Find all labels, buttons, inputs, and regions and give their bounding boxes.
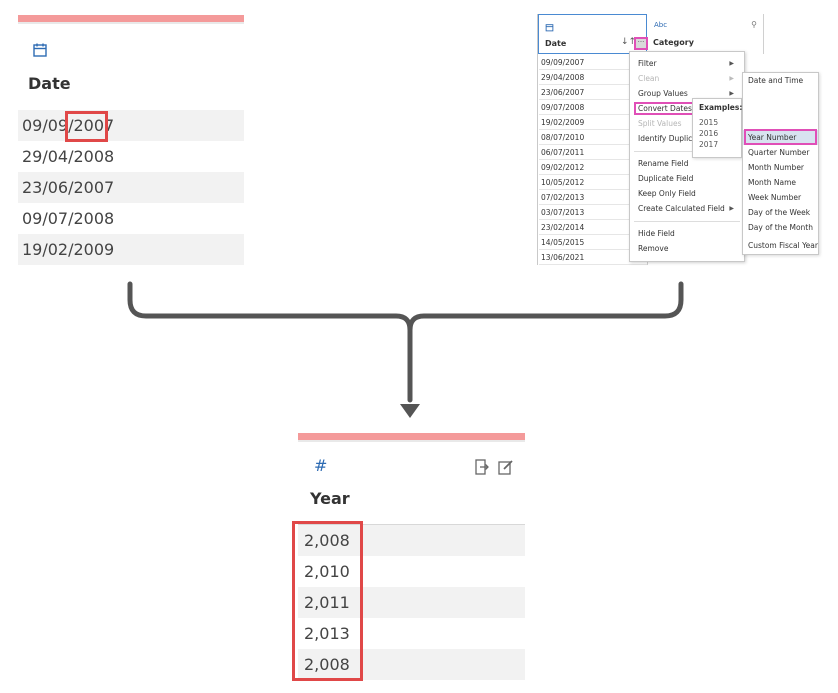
list-item: 29/04/2008 (539, 70, 647, 85)
date-values-list: 09/09/2007 29/04/2008 23/06/2007 09/07/2… (18, 110, 244, 265)
submenu-item-custom-fiscal-year[interactable]: Custom Fiscal Year (748, 241, 818, 250)
submenu-item-quarter-number[interactable]: Quarter Number (748, 148, 810, 157)
submenu-item-date-and-time[interactable]: Date and Time (748, 76, 804, 85)
menu-item-group-values[interactable]: Group Values▶ (630, 86, 744, 101)
list-item: 2,008 (298, 525, 525, 556)
year-values-list: 2,008 2,010 2,011 2,013 2,008 (298, 525, 525, 680)
submenu-item-year-number[interactable]: Year Number (743, 130, 818, 145)
year-column-panel: # Year 2,008 2,010 2,011 2,013 2,008 (292, 433, 525, 683)
menu-item-identify-duplicates[interactable]: Identify Duplicates (638, 134, 709, 143)
year-part: 2007 (73, 178, 115, 197)
menu-item-filter[interactable]: Filter▶ (630, 56, 744, 71)
year-part: 2008 (73, 209, 115, 228)
prep-menu-panel: Date ↓↑ ··· 09/09/2007 29/04/2008 23/06/… (537, 14, 823, 265)
list-item: 06/07/2011 (539, 145, 647, 160)
header-color-bar (18, 15, 244, 22)
number-type-icon: # (314, 456, 328, 475)
list-item: 09/02/2012 (539, 160, 647, 175)
examples-title: Examples: (699, 103, 743, 112)
convert-dates-highlight (634, 102, 694, 115)
field-label: Category (653, 38, 694, 47)
year-part: 2007 (73, 116, 115, 135)
list-item: 2,008 (298, 649, 525, 680)
values-highlight-box (292, 521, 363, 681)
year-number-highlight (744, 129, 817, 145)
submenu-item-day-of-the-month[interactable]: Day of the Month (748, 223, 814, 232)
list-item: 19/02/2009 (539, 115, 647, 130)
header-divider (298, 524, 525, 525)
submenu-arrow-icon: ▶ (729, 60, 734, 67)
string-type-icon: Abc (654, 21, 668, 29)
examples-tooltip: Examples: 2015 2016 2017 (692, 98, 742, 158)
export-icon[interactable] (475, 459, 489, 475)
list-item: 29/04/2008 (22, 147, 115, 166)
menu-item-duplicate-field[interactable]: Duplicate Field (638, 174, 694, 183)
list-item: 09/09/2007 (18, 110, 244, 141)
calendar-icon (33, 43, 47, 57)
menu-item-hide-field[interactable]: Hide Field (638, 229, 675, 238)
menu-item-clean[interactable]: Clean▶ (630, 71, 744, 86)
list-item: 19/02/2009 (18, 234, 244, 265)
list-item: 03/07/2013 (539, 205, 647, 220)
date-field-column: Date ↓↑ ··· 09/09/2007 29/04/2008 23/06/… (537, 14, 648, 265)
field-title: Year (310, 489, 350, 508)
list-item: 2,010 (304, 562, 350, 581)
field-title: Date (28, 74, 71, 93)
date-values-list: 09/09/2007 29/04/2008 23/06/2007 09/07/2… (539, 55, 647, 265)
category-field-header[interactable]: Abc ⚲ Category (648, 14, 764, 54)
list-item: 08/07/2010 (539, 130, 647, 145)
list-item: 13/06/2021 (539, 250, 647, 265)
menu-divider (634, 151, 740, 152)
header-underbar (18, 22, 244, 24)
list-item: 09/07/2008 (22, 209, 115, 228)
list-item: 14/05/2015 (539, 235, 647, 250)
submenu-arrow-icon: ▶ (729, 205, 734, 212)
field-label: Date (545, 39, 567, 48)
submenu-item-week-number[interactable]: Week Number (748, 193, 802, 202)
menu-divider (634, 221, 740, 222)
menu-item-keep-only-field[interactable]: Keep Only Field (638, 189, 696, 198)
list-item: 07/02/2013 (539, 190, 647, 205)
year-highlight-box (65, 111, 108, 142)
menu-item-convert-dates[interactable]: Convert Dates (638, 104, 692, 113)
menu-item-rename-field[interactable]: Rename Field (638, 159, 689, 168)
list-item: 2,011 (298, 587, 525, 618)
date-field-header[interactable]: Date ↓↑ ··· (538, 14, 648, 54)
calendar-icon (545, 24, 554, 32)
header-underbar (298, 440, 525, 442)
list-item: 23/06/2007 (18, 172, 244, 203)
submenu-item-month-number[interactable]: Month Number (748, 163, 805, 172)
list-item: 09/09/2007 (539, 55, 647, 70)
example-value: 2016 (699, 129, 719, 138)
year-part: 2009 (73, 240, 115, 259)
example-value: 2017 (699, 140, 719, 149)
edit-icon[interactable] (498, 459, 514, 475)
submenu-arrow-icon: ▶ (729, 90, 734, 97)
year-part: 2008 (73, 147, 115, 166)
more-options-button[interactable]: ··· (634, 37, 648, 50)
date-column-panel: Date 09/09/2007 29/04/2008 23/06/2007 09… (18, 15, 244, 265)
menu-item-create-calculated-field[interactable]: Create Calculated Field▶ (630, 201, 744, 216)
submenu-item-month-name[interactable]: Month Name (748, 178, 797, 187)
list-item: 23/02/2014 (539, 220, 647, 235)
submenu-arrow-icon: ▶ (729, 75, 734, 82)
menu-item-split-values[interactable]: Split Values (638, 119, 682, 128)
list-item: 23/06/2007 (539, 85, 647, 100)
example-value: 2015 (699, 118, 719, 127)
submenu-item-day-of-the-week[interactable]: Day of the Week (748, 208, 811, 217)
list-item: 10/05/2012 (539, 175, 647, 190)
sort-icon[interactable]: ↓↑ (621, 37, 637, 47)
convert-dates-submenu: Date and Time Year Number Quarter Number… (742, 72, 819, 255)
header-color-bar (298, 433, 525, 440)
list-item: 2,013 (304, 624, 350, 643)
list-item: 09/07/2008 (539, 100, 647, 115)
lightbulb-icon[interactable]: ⚲ (751, 20, 757, 29)
menu-item-remove[interactable]: Remove (638, 244, 669, 253)
